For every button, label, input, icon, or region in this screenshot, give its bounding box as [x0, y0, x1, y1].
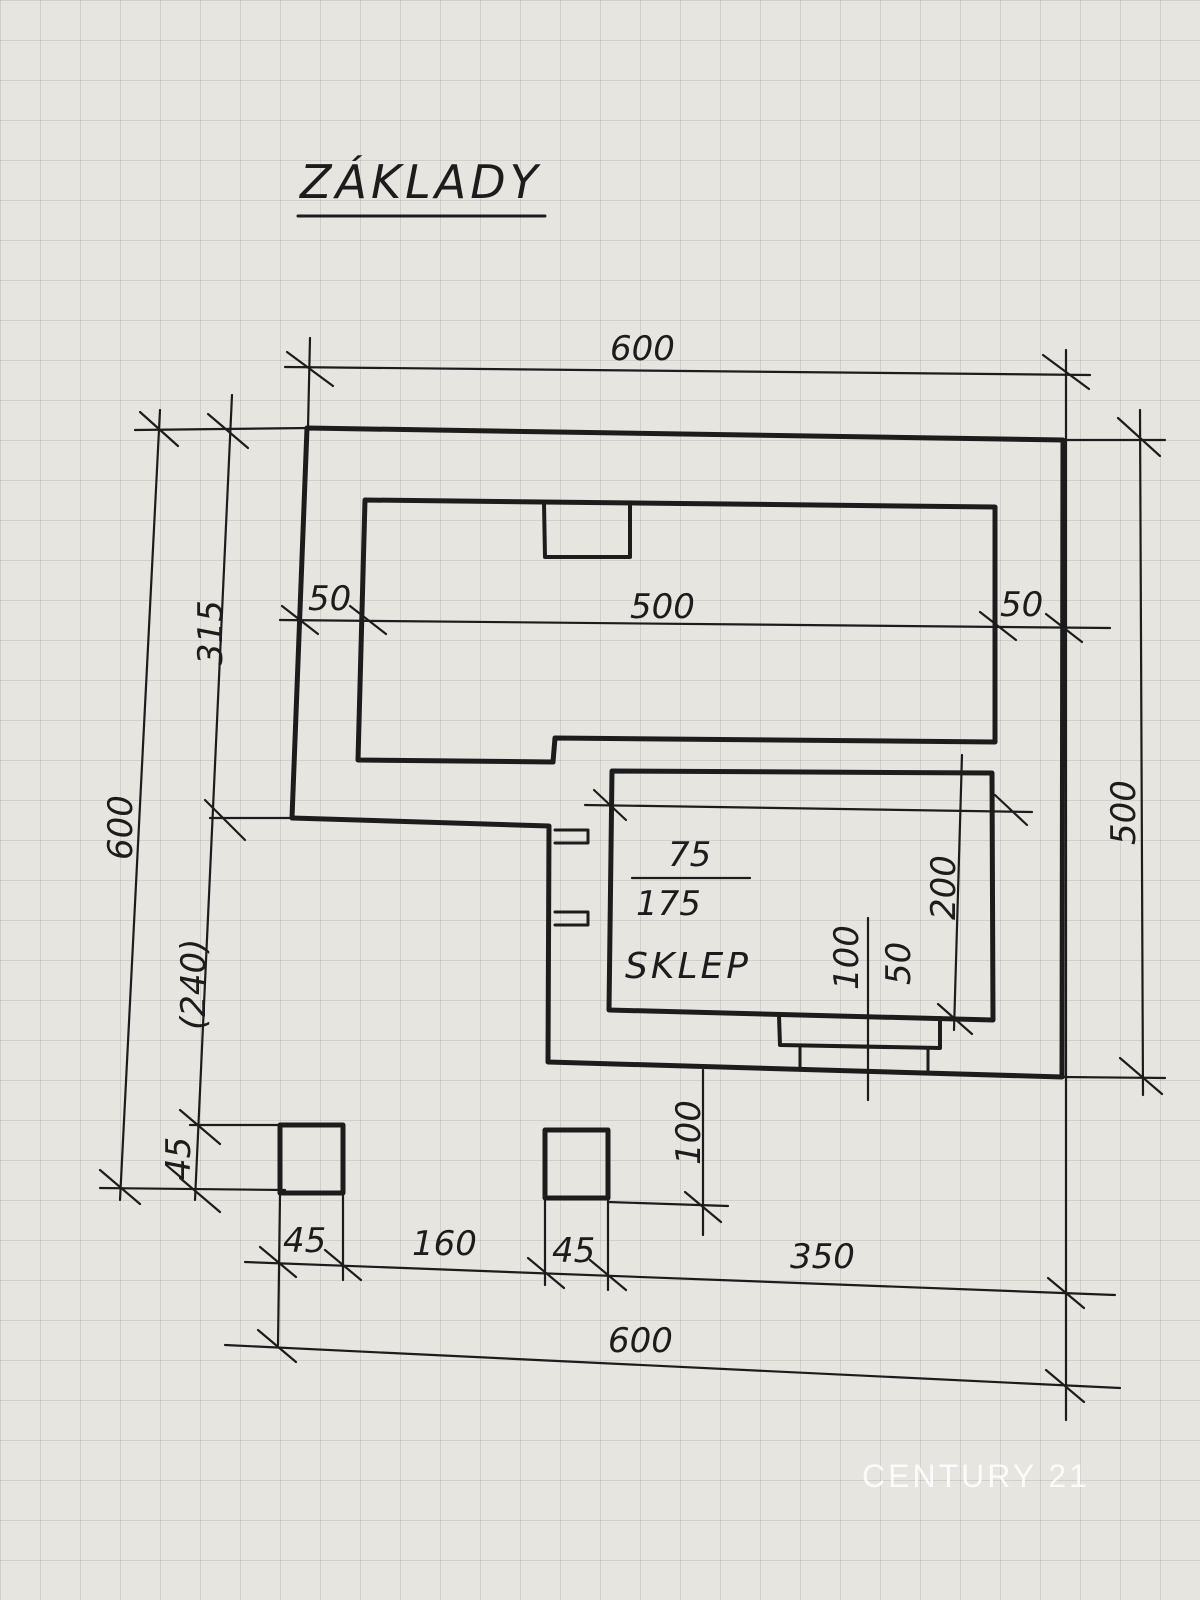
- dim-step-height: 100: [669, 1100, 709, 1165]
- cellar-outline: [606, 768, 996, 1023]
- century21-watermark: CENTURY 21: [862, 1458, 1090, 1494]
- dim-ext-left-top: [133, 426, 312, 432]
- dim-line-top: [283, 365, 1092, 377]
- dim-line-left-split: [193, 393, 234, 1202]
- dim-ext-top-left: [306, 336, 312, 430]
- upper-room-outline: [355, 497, 998, 765]
- dim-tick: [936, 1002, 974, 1036]
- dim-line-left-total: [118, 408, 162, 1202]
- dim-left-lower: (240): [174, 939, 214, 1030]
- dim-tick: [592, 788, 628, 822]
- dim-tick: [1044, 1368, 1086, 1404]
- dim-left-upper: 315: [191, 600, 231, 665]
- dim-tick: [203, 798, 247, 842]
- dim-tick: [1044, 612, 1084, 644]
- dim-tick: [178, 1108, 222, 1146]
- dim-tick: [588, 1258, 628, 1292]
- dim-window-top: 100: [827, 925, 867, 990]
- stair-notch-lower: [553, 910, 590, 927]
- dim-tick: [138, 410, 180, 448]
- dim-tick: [285, 350, 335, 388]
- dim-line-inner: [278, 618, 1112, 630]
- dim-inner-width: 500: [630, 587, 695, 627]
- dim-top-width: 600: [610, 329, 675, 369]
- window-well: [777, 1014, 942, 1050]
- dim-ext-step: [606, 1200, 730, 1208]
- dim-window-bottom: 50: [879, 942, 919, 985]
- chimney-block: [542, 501, 632, 559]
- window-well-inner: [798, 1043, 930, 1074]
- dim-tick: [1118, 1056, 1164, 1096]
- dim-tick: [1041, 353, 1091, 391]
- dim-pillar-left-width: 45: [283, 1221, 326, 1261]
- pillar-right: [542, 1127, 611, 1201]
- dim-tick: [280, 604, 320, 636]
- dim-tick: [526, 1256, 566, 1290]
- dim-line-bottom-chain: [243, 1260, 1117, 1297]
- dim-tick: [348, 604, 388, 636]
- dim-ext-right-bottom: [1060, 1075, 1167, 1080]
- dim-tick: [323, 1248, 363, 1282]
- dim-cellar-height: 200: [924, 855, 964, 920]
- dim-right-height: 500: [1104, 780, 1144, 845]
- dim-tick: [178, 1176, 222, 1214]
- dim-pillar-gap: 160: [412, 1224, 477, 1264]
- dim-ext-cellar-top: [583, 803, 1034, 814]
- dim-line-cellar-height: [952, 753, 964, 1032]
- dim-left-wall: 50: [308, 579, 351, 619]
- dim-tick: [206, 412, 250, 450]
- dim-tick: [1116, 416, 1162, 458]
- dim-stair-bottom: 175: [636, 884, 701, 924]
- dim-bottom-width: 600: [608, 1321, 673, 1361]
- dim-ext-pillar-left-a: [276, 1193, 282, 1347]
- dim-right-span: 350: [790, 1237, 855, 1277]
- dim-line-right-height: [1138, 408, 1145, 1097]
- dim-right-wall: 50: [1000, 585, 1043, 625]
- dim-tick: [98, 1168, 142, 1206]
- dim-tick: [993, 793, 1029, 827]
- dim-pillar-right-width: 45: [552, 1231, 595, 1271]
- dim-stair-top: 75: [668, 835, 711, 875]
- dim-tick: [258, 1245, 298, 1279]
- dim-line-bottom-total: [223, 1343, 1122, 1390]
- drawing-title: ZÁKLADY: [298, 155, 542, 209]
- stair-notch-upper: [553, 828, 590, 845]
- dim-tick: [683, 1190, 723, 1224]
- room-label-sklep: SKLEP: [625, 946, 751, 987]
- dim-tick: [256, 1328, 298, 1364]
- dim-tick: [978, 610, 1018, 642]
- dim-left-total: 600: [101, 795, 141, 860]
- dim-pillar-height: 45: [159, 1137, 199, 1180]
- pillar-left: [277, 1122, 346, 1196]
